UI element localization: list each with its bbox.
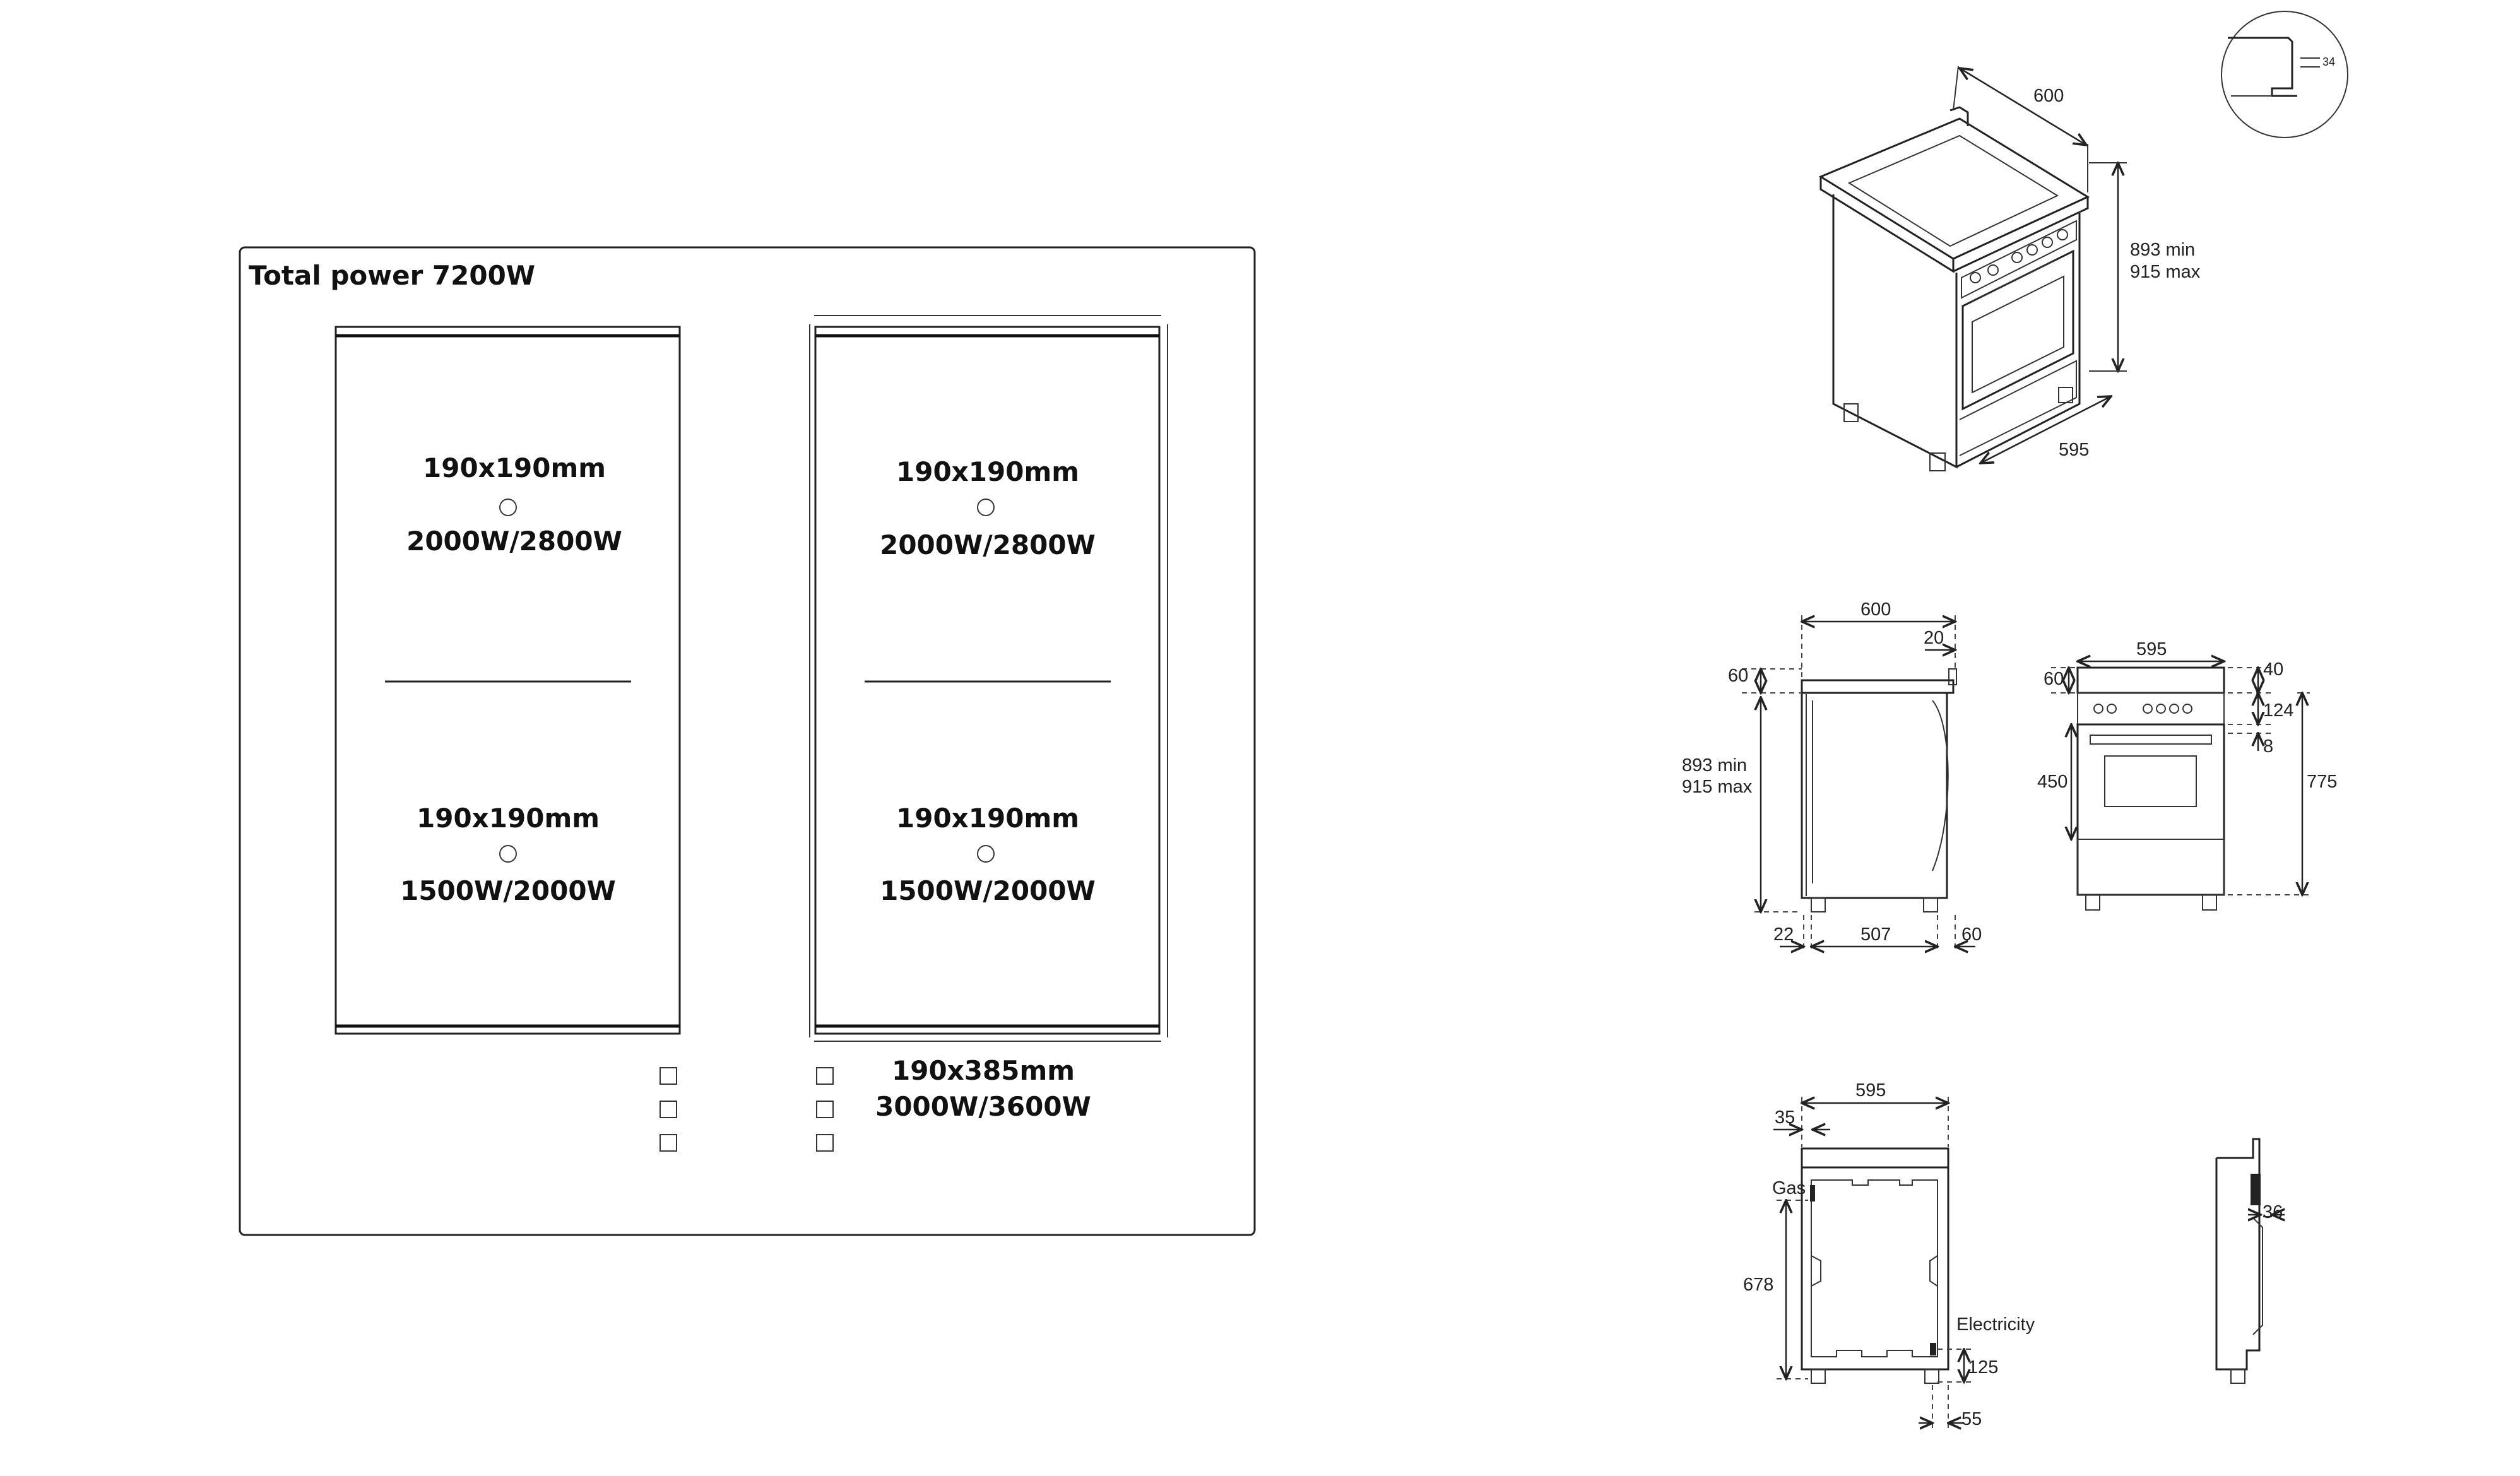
zone-size: 190x190mm [417,803,600,834]
rear-height-dim: 678 [1743,1275,1773,1295]
front-width-dim: 595 [2136,639,2167,659]
side-bottom-right-dim: 60 [1961,924,1982,945]
front-dim-40: 40 [2263,659,2283,680]
bridge-zone-size: 190x385mm [892,1055,1075,1086]
rear-elec-offset-dim: 55 [1961,1409,1982,1429]
side-width-dim: 600 [1860,599,1891,620]
zone-front-left: 190x190mm 2000W/2800W [406,452,622,557]
hob-right-column [809,315,1168,1042]
zone-front-right: 190x190mm 2000W/2800W [880,456,1096,560]
zone-size: 190x190mm [896,456,1079,487]
zone-rear-right: 190x190mm 1500W/2000W [880,803,1096,906]
perspective-view: 600 595 893 min 915 max [1818,66,2201,471]
zone-power: 1500W/2000W [400,875,616,906]
rear-gas-label: Gas [1772,1178,1806,1198]
side-bottom-left-dim: 22 [1773,924,1794,945]
hob-layout: Total power 7200W 190x190mm 2000W/2800W [239,246,1256,1236]
rear-electricity-label: Electricity [1956,1314,2035,1335]
zone-center-marker [977,499,995,516]
front-dim-8: 8 [2263,736,2273,757]
front-dim-124: 124 [2263,700,2293,721]
zone-rear-left: 190x190mm 1500W/2000W [400,803,616,906]
rear-offset-dim: 35 [1775,1107,1795,1128]
hob-left-column [334,326,681,1035]
electricity-connection-icon [1930,1343,1936,1355]
front-total-height-dim: 775 [2307,772,2337,792]
perspective-width-dim: 600 [2033,86,2064,106]
zone-size: 190x190mm [896,803,1079,834]
profile-view: 36 [2215,1138,2285,1384]
front-oven-height-dim: 450 [2037,772,2067,792]
side-height-min: 893 min [1682,755,1747,776]
zone-size: 190x190mm [423,452,606,483]
side-overhang-dim: 20 [1924,628,1944,648]
perspective-height-max: 915 max [2130,262,2201,282]
rear-view: 595 35 Gas 678 Electricity 125 55 [1743,1080,2035,1429]
rear-elec-height-dim: 125 [1968,1357,1998,1378]
zone-center-marker [499,499,517,516]
side-height-max: 915 max [1682,777,1753,797]
hob-outline [239,246,1256,1236]
zone-power: 2000W/2800W [880,529,1096,560]
zone-center-marker [977,845,995,863]
side-top-height-dim: 60 [1728,666,1748,686]
gas-connection-icon [1810,1185,1815,1201]
bridge-zone-power: 3000W/3600W [875,1091,1091,1122]
perspective-depth-dim: 595 [2059,440,2089,460]
zone-power: 2000W/2800W [406,526,622,557]
control-indicators-right [816,1067,834,1152]
side-view: 600 20 60 893 min 915 max 22 507 60 [1682,599,1982,953]
detail-circle: 34 [2221,11,2348,138]
side-bottom-mid-dim: 507 [1860,924,1891,945]
zone-center-marker [499,845,517,863]
profile-depth-dim: 36 [2263,1202,2283,1222]
control-indicators-left [660,1067,677,1152]
zone-power: 1500W/2000W [880,875,1096,906]
front-top-height-dim: 60 [2044,669,2064,689]
total-power-label: Total power 7200W [249,260,535,291]
perspective-height-min: 893 min [2130,240,2195,260]
detail-dim: 34 [2322,56,2335,68]
front-view: 595 60 40 124 8 450 775 [2037,639,2337,911]
rear-width-dim: 595 [1855,1080,1886,1101]
